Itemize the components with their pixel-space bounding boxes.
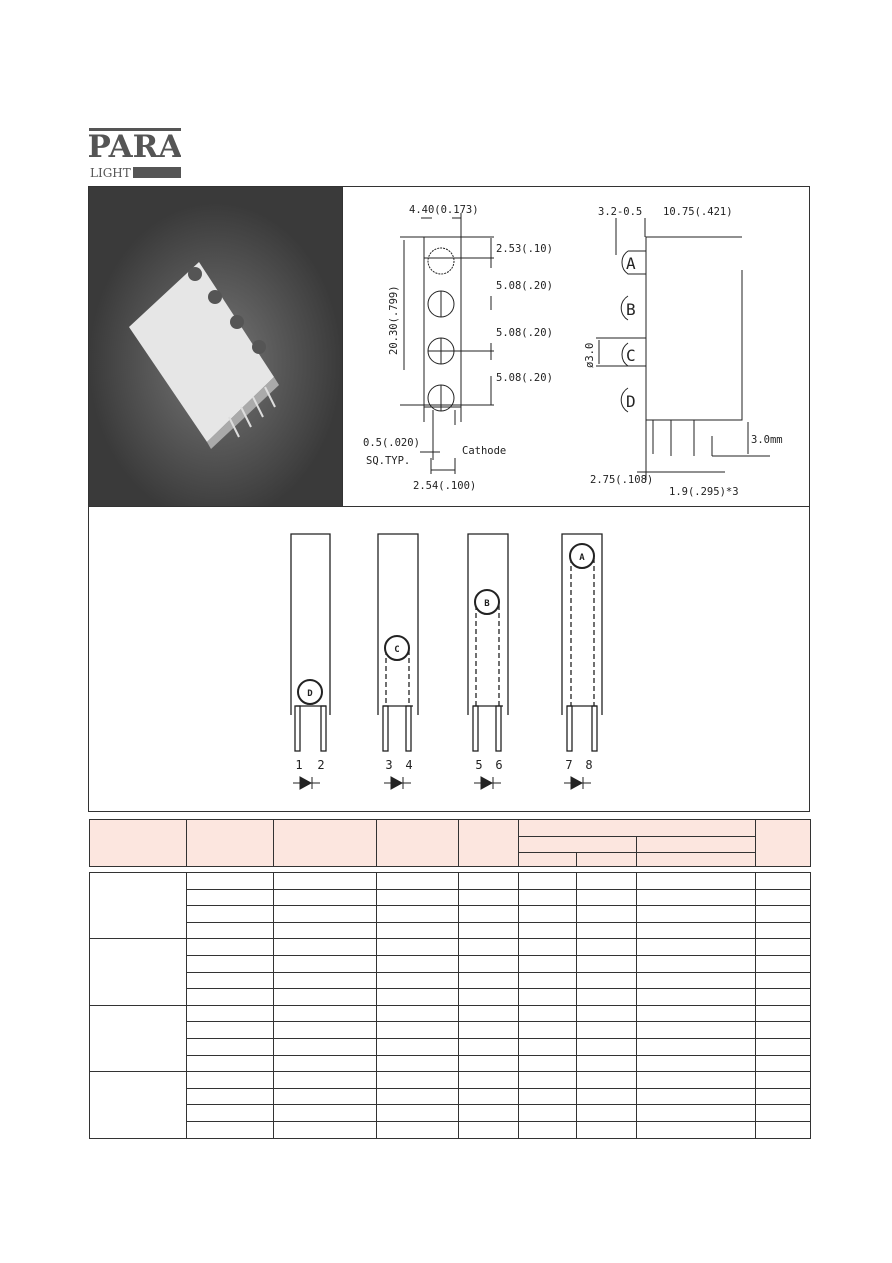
para-light-logo: PARA LIGHT xyxy=(89,128,181,180)
diameter-dimension: ø3.0 xyxy=(584,343,596,368)
diode-symbol-icon xyxy=(474,776,501,790)
led-label: A xyxy=(626,254,636,273)
table-row xyxy=(90,905,811,923)
pin-pitch-dimension: 2.54(.100) xyxy=(413,480,476,492)
table-row xyxy=(90,888,811,907)
side-view-drawing: A B C D 3.2-0.5 10.75(.421) ø3.0 3.0mm 2… xyxy=(584,206,783,498)
table-row xyxy=(90,971,811,990)
pitch-dimension: 5.08(.20) xyxy=(496,280,553,292)
lead-pitch-dimension: 1.9(.295)*3 xyxy=(669,486,739,498)
table-row xyxy=(89,938,811,1006)
pitch-top-dimension: 2.53(.10) xyxy=(496,243,553,255)
pitch-dimension: 5.08(.20) xyxy=(496,372,553,384)
table-row xyxy=(90,988,811,1006)
drawing-frame xyxy=(88,186,810,812)
height-dimension: 20.30(.799) xyxy=(388,285,400,355)
table-row xyxy=(89,1004,811,1073)
table-row xyxy=(90,921,811,940)
diode-symbol-icon xyxy=(564,776,591,790)
spec-table-header xyxy=(89,819,812,867)
width-dimension: 4.40(0.173) xyxy=(409,204,479,216)
led-label: B xyxy=(484,599,490,609)
front-view-drawing: 4.40(0.173) 2.53(.10) 5.08(.20) 5.08(.20… xyxy=(363,204,553,492)
table-row xyxy=(90,954,811,973)
pin-number: 6 xyxy=(495,758,502,772)
table-row xyxy=(89,1071,811,1139)
table-row xyxy=(90,1021,811,1039)
table-row xyxy=(90,1120,811,1139)
pin-number: 3 xyxy=(385,758,392,772)
divider xyxy=(89,506,810,507)
pin-number: 1 xyxy=(295,758,302,772)
pin-number: 4 xyxy=(405,758,412,772)
depth-dimension: 10.75(.421) xyxy=(663,206,733,218)
offset-dimension: 2.75(.108) xyxy=(590,474,653,486)
product-photo xyxy=(89,187,342,506)
led-label: C xyxy=(394,645,399,655)
led-label: A xyxy=(579,553,585,563)
pin-number: 8 xyxy=(585,758,592,772)
led-label: D xyxy=(626,392,636,411)
pin-size-note: SQ.TYP. xyxy=(366,455,410,467)
pin-number: 7 xyxy=(565,758,572,772)
pin-number: 2 xyxy=(317,758,324,772)
diode-symbol-icon xyxy=(293,776,320,790)
diode-symbol-icon xyxy=(384,776,411,790)
table-row xyxy=(90,1104,811,1122)
table-row xyxy=(90,1054,811,1073)
led-label: B xyxy=(626,300,636,319)
table-row xyxy=(89,871,811,940)
pitch-dimension: 5.08(.20) xyxy=(496,327,553,339)
led-label: C xyxy=(626,346,636,365)
lens-dimension: 3.2-0.5 xyxy=(598,206,642,218)
logo-sub-text: LIGHT xyxy=(90,166,131,180)
led-label: D xyxy=(307,689,313,699)
table-row xyxy=(90,1037,811,1056)
table-row xyxy=(90,1087,811,1106)
lead-length-dimension: 3.0mm xyxy=(751,434,783,446)
cathode-label: Cathode xyxy=(462,445,506,457)
pin-size-dimension: 0.5(.020) xyxy=(363,437,420,449)
spec-table-body xyxy=(89,871,811,1139)
divider xyxy=(342,187,343,506)
logo-main-text: PARA xyxy=(89,129,181,165)
pin-number: 5 xyxy=(475,758,482,772)
